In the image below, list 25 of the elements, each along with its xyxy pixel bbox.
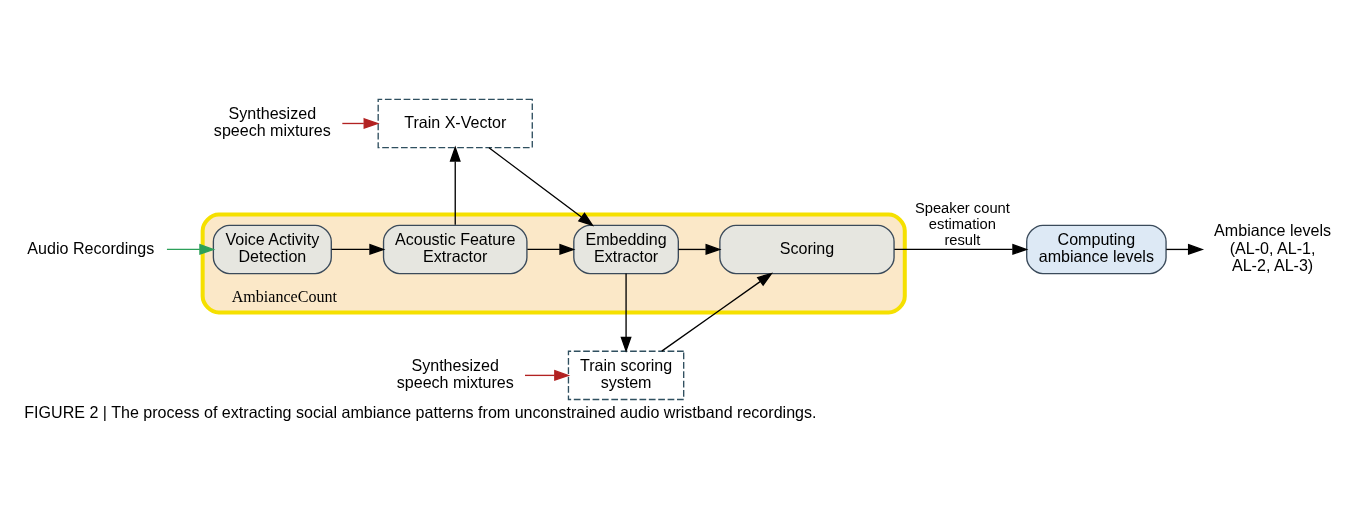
node-text: Audio Recordings	[27, 238, 155, 257]
edge-label: Speaker count estimation result	[914, 199, 1010, 249]
arrow	[661, 272, 773, 352]
node-text: Synthesized speech mixtures	[213, 103, 331, 140]
arrow	[893, 243, 1029, 256]
node-box: Scoring	[719, 224, 895, 275]
node-box: Train X-Vector	[377, 98, 533, 149]
node-box: Computing ambiance levels	[1026, 224, 1167, 275]
arrow	[488, 147, 595, 227]
node-box: Voice Activity Detection	[212, 224, 332, 275]
node-box: Embedding Extractor	[573, 224, 679, 275]
arrow	[449, 145, 461, 226]
arrow	[677, 243, 722, 256]
arrow	[331, 243, 386, 256]
node-text: Synthesized speech mixtures	[396, 355, 514, 392]
node-box: Train scoring system	[567, 350, 685, 401]
arrow	[524, 369, 571, 381]
caption: FIGURE 2 | The process of extracting social ambiance patterns from unconstrained audio wristband recordings.	[24, 402, 817, 421]
arrow	[1165, 243, 1205, 256]
arrow	[166, 243, 216, 256]
arrow	[341, 117, 380, 130]
arrow	[526, 243, 576, 256]
arrow	[620, 272, 632, 353]
node-text: Ambiance levels (AL-0, AL-1, AL-2, AL-3)	[1214, 221, 1332, 274]
node-box: Acoustic Feature Extractor	[382, 224, 528, 275]
